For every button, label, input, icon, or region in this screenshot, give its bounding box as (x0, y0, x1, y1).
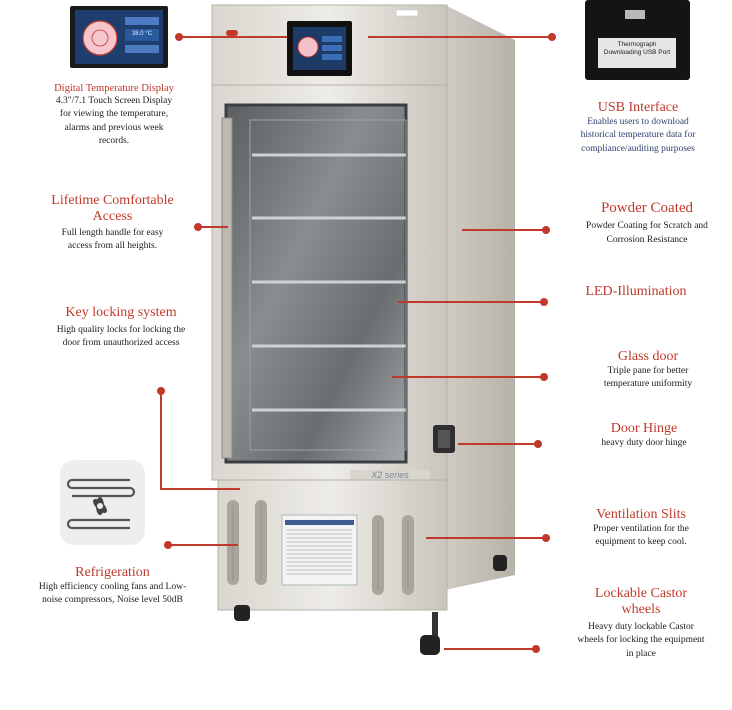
callout-refrig-title: Refrigeration (75, 565, 150, 580)
callout-vent-desc: Proper ventilation for the equipment to … (593, 524, 689, 548)
callout-led: LED-Illumination (566, 284, 706, 300)
callout-hinge-title: Door Hinge (610, 421, 678, 436)
callout-vent: Ventilation Slits Proper ventilation for… (566, 507, 716, 550)
callout-refrig: Refrigeration High efficiency cooling fa… (30, 565, 195, 608)
callout-powder-title: Powder Coated (600, 200, 694, 216)
callout-glass-desc: Triple pane for better temperature unifo… (603, 366, 693, 390)
callout-castor-title: Lockable Castor wheels (594, 586, 688, 618)
callout-access-title: Lifetime Comfortable Access (51, 193, 174, 225)
usb-port-label: Thermograph Downloading USB Port (603, 41, 671, 57)
callout-display: Digital Temperature Display 4.3"/7.1 Tou… (34, 83, 194, 148)
callout-hinge-desc: heavy duty door hinge (601, 438, 687, 449)
callout-powder-desc: Powder Coating for Scratch and Corrosion… (586, 221, 708, 245)
callout-usb-desc: Enables users to download historical tem… (580, 117, 696, 154)
cabinet-side (445, 5, 515, 590)
series-label: X2 series (371, 470, 409, 480)
callout-glass-title: Glass door (617, 349, 679, 364)
shelves (252, 153, 406, 412)
callout-castor: Lockable Castor wheels Heavy duty lockab… (566, 586, 716, 661)
callout-lock-title: Key locking system (65, 305, 177, 320)
callout-castor-desc: Heavy duty lockable Castor wheels for lo… (577, 622, 705, 659)
castor-wheels (234, 555, 507, 655)
callout-lock-desc: High quality locks for locking the door … (56, 325, 186, 349)
callout-powder: Powder Coated Powder Coating for Scratch… (572, 200, 722, 247)
callout-hinge: Door Hinge heavy duty door hinge (574, 421, 714, 450)
door-handle (221, 117, 233, 459)
callout-usb-title: USB Interface (597, 100, 679, 115)
callout-led-title: LED-Illumination (585, 284, 687, 299)
callout-glass: Glass door Triple pane for better temper… (578, 349, 718, 391)
screen-readout: 38.0 °C (131, 31, 153, 37)
callout-display-title: Digital Temperature Display (54, 83, 174, 94)
callout-usb: USB Interface Enables users to download … (563, 100, 713, 156)
callout-refrig-desc: High efficiency cooling fans and Low-noi… (38, 582, 187, 606)
callout-display-desc: 4.3"/7.1 Touch Screen Display for viewin… (55, 96, 173, 146)
callout-access: Lifetime Comfortable Access Full length … (40, 193, 185, 254)
callout-lock: Key locking system High quality locks fo… (42, 305, 200, 351)
callout-access-desc: Full length handle for easy access from … (61, 228, 164, 252)
callout-vent-title: Ventilation Slits (596, 507, 686, 522)
